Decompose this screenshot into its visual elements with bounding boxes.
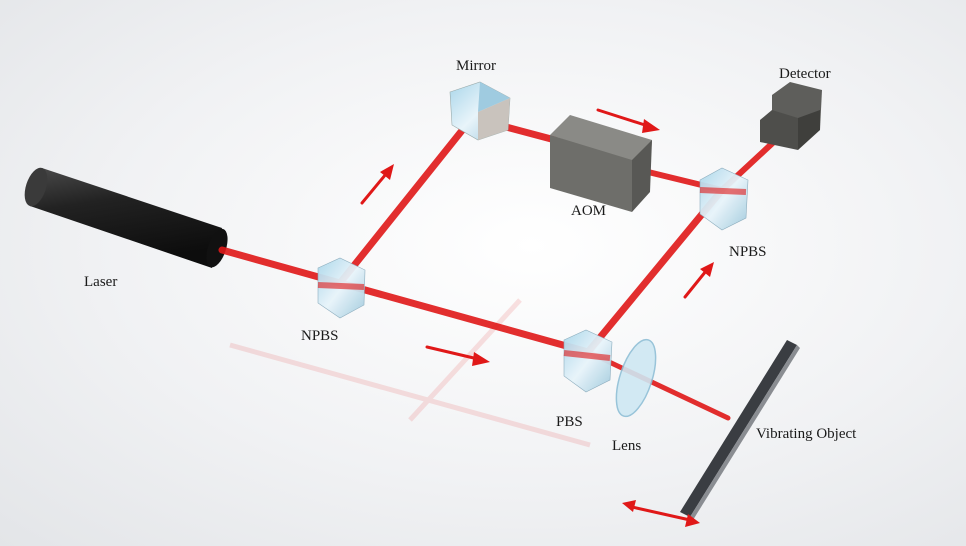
label-mirror: Mirror: [456, 58, 496, 74]
arrow-right-bottom-icon: [425, 345, 490, 366]
vibrating-object: [680, 340, 800, 520]
label-npbs-left: NPBS: [301, 328, 339, 344]
label-npbs-right: NPBS: [729, 244, 767, 260]
mirror: [449, 81, 511, 141]
label-vibrating-object: Vibrating Object: [756, 426, 857, 442]
label-laser: Laser: [84, 274, 118, 290]
detector: [760, 82, 822, 150]
double-arrow-icon: [622, 500, 700, 527]
lens: [615, 338, 657, 418]
pbs: [563, 329, 613, 393]
laser-beams: [218, 114, 781, 421]
label-detector: Detector: [779, 66, 831, 82]
aom: [550, 115, 652, 212]
floor-reflection: [229, 298, 591, 448]
npbs-left: [317, 257, 366, 319]
npbs-right: [699, 167, 749, 231]
arrow-right-top-icon: [596, 108, 660, 133]
laser: [24, 167, 228, 268]
arrow-up-right-icon: [683, 262, 714, 299]
arrow-up-left-icon: [360, 164, 394, 205]
label-pbs: PBS: [556, 414, 583, 430]
direction-arrows: [360, 108, 714, 527]
label-aom: AOM: [571, 203, 607, 219]
label-lens: Lens: [612, 438, 642, 454]
